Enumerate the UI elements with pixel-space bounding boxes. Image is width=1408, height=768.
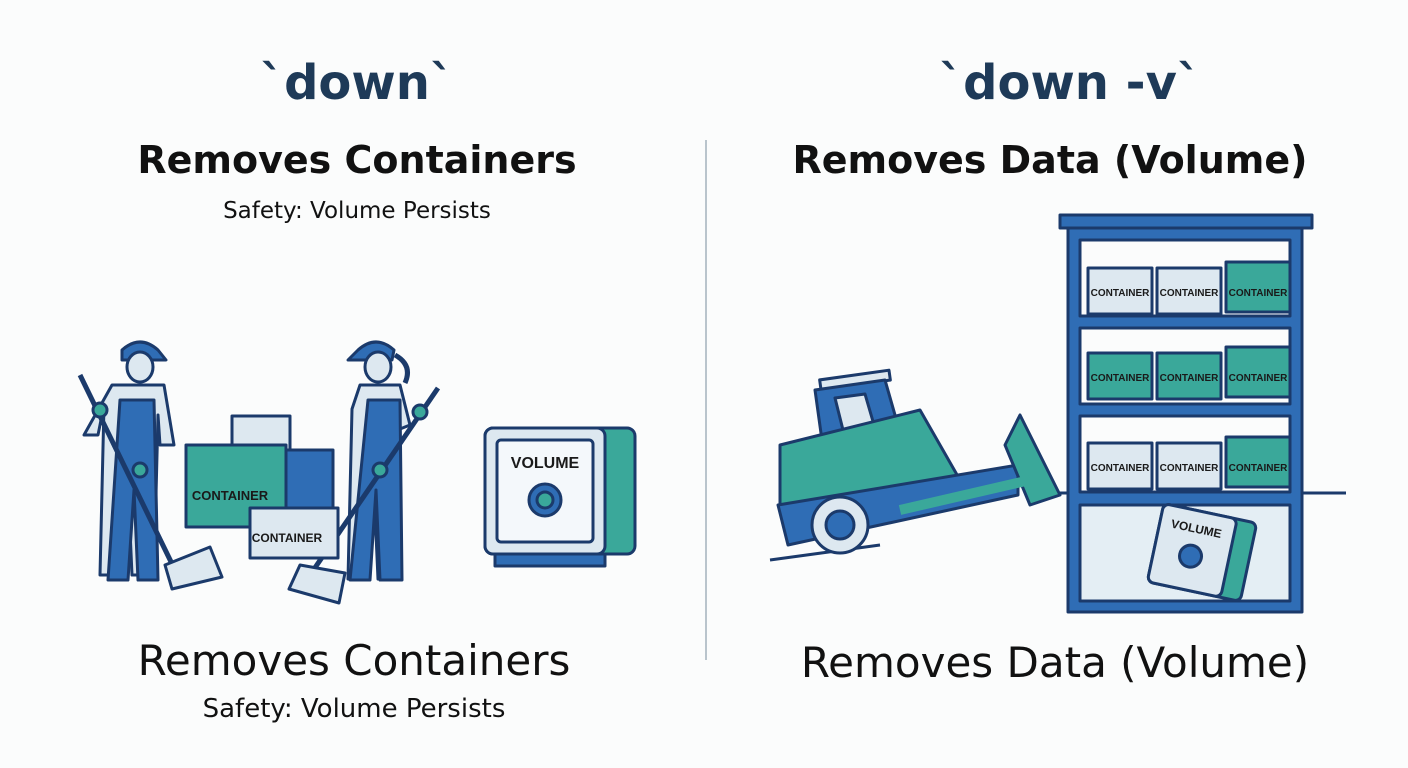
left-heading: Removes Containers — [137, 138, 577, 182]
box-shape — [1224, 345, 1292, 399]
container-box: CONTAINER — [1155, 351, 1223, 401]
box-shape — [1155, 441, 1223, 491]
container-box: CONTAINER — [1224, 345, 1292, 399]
container-box: CONTAINER — [1224, 435, 1292, 489]
left-subheading: Safety: Volume Persists — [223, 198, 491, 224]
box-shape — [1224, 260, 1292, 314]
box-label: CONTAINER — [192, 488, 269, 503]
container-box: CONTAINER — [248, 506, 340, 560]
container-box: CONTAINER — [1086, 351, 1154, 401]
right-command: `down -v` — [939, 55, 1201, 111]
container-box: CONTAINER — [1224, 260, 1292, 314]
right-heading: Removes Data (Volume) — [792, 138, 1308, 182]
safe-icon: VOLUME — [1146, 503, 1258, 602]
box-label: CONTAINER — [1229, 373, 1288, 384]
worker-icon — [77, 340, 224, 591]
box-shape — [1086, 351, 1154, 401]
box-shape — [1086, 441, 1154, 491]
box-label: CONTAINER — [252, 531, 323, 545]
container-box: CONTAINER — [1086, 266, 1154, 316]
safe-icon: VOLUME — [483, 426, 637, 568]
left-bottom-subheading: Safety: Volume Persists — [202, 694, 506, 724]
right-bottom-heading: Removes Data (Volume) — [800, 638, 1310, 687]
box-label: CONTAINER — [1091, 373, 1150, 384]
box-label: CONTAINER — [1091, 463, 1150, 474]
box-shape — [1155, 266, 1223, 316]
divider — [705, 140, 707, 660]
box-shape — [1155, 351, 1223, 401]
bulldozer-icon — [769, 368, 1062, 562]
box-label: CONTAINER — [1160, 288, 1219, 299]
box-shape — [1224, 435, 1292, 489]
worker-icon — [287, 340, 441, 605]
box-label: CONTAINER — [1160, 463, 1219, 474]
container-box: CONTAINER — [1155, 266, 1223, 316]
box-label: CONTAINER — [1229, 463, 1288, 474]
safe-label: VOLUME — [511, 455, 580, 472]
box-shape — [1086, 266, 1154, 316]
container-box: CONTAINER — [1086, 441, 1154, 491]
box-label: CONTAINER — [1229, 288, 1288, 299]
left-bottom-heading: Removes Containers — [137, 636, 571, 685]
box-label: CONTAINER — [1160, 373, 1219, 384]
container-box: CONTAINER — [1155, 441, 1223, 491]
box-label: CONTAINER — [1091, 288, 1150, 299]
left-command: `down` — [260, 55, 454, 111]
